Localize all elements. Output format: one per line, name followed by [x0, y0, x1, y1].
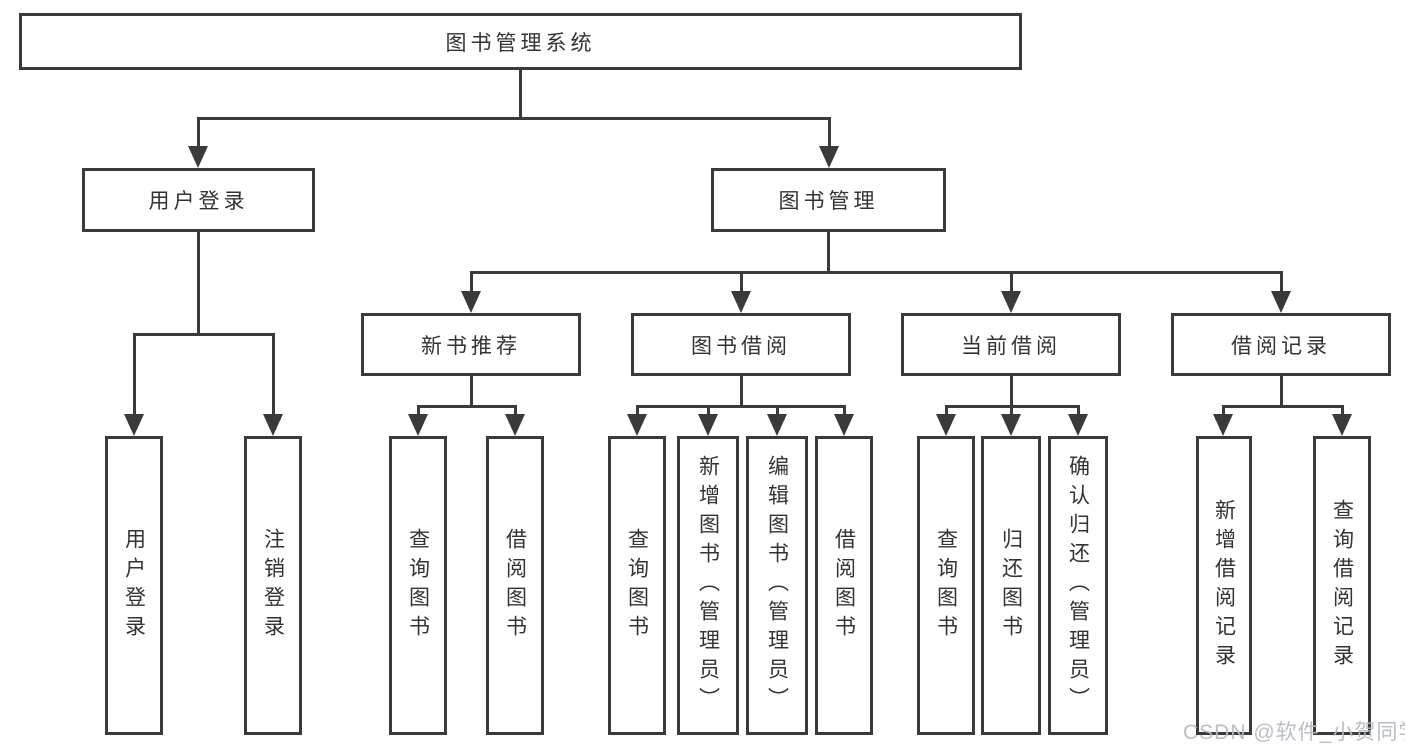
- leaf-edit-books-admin: 编辑图书（管理员）: [746, 436, 808, 735]
- arrowhead-down: [1332, 414, 1352, 436]
- arrowhead-down: [731, 291, 751, 313]
- leaf-label: 查询图书: [625, 527, 649, 644]
- arrowhead-down: [627, 414, 647, 436]
- connector-leaf-drop: [707, 405, 710, 416]
- arrowhead-down: [408, 414, 428, 436]
- leaf-query-books: 查询图书: [917, 436, 975, 735]
- arrowhead-down: [188, 146, 208, 168]
- connector-level1-branch: [197, 117, 831, 120]
- leaf-label: 注销登录: [261, 527, 285, 644]
- leaf-label: 查询图书: [934, 527, 958, 644]
- connector-leaf-drop: [843, 405, 846, 416]
- connector-group-branch: [1222, 405, 1343, 408]
- leaf-label: 确认归还（管理员）: [1066, 455, 1090, 716]
- leaf-borrow-books: 借阅图书: [815, 436, 873, 735]
- arrowhead-down: [1001, 291, 1021, 313]
- arrowhead-down: [698, 414, 718, 436]
- arrowhead-down: [767, 414, 787, 436]
- leaf-user-login: 用户登录: [105, 436, 163, 735]
- node-book-borrowing: 图书借阅: [631, 313, 851, 376]
- leaf-label: 查询借阅记录: [1330, 498, 1354, 673]
- connector-group-stem: [1280, 376, 1283, 408]
- connector-book-mgmt-drop: [828, 117, 831, 149]
- leaf-label: 新增图书（管理员）: [696, 455, 720, 716]
- connector-leaf-drop: [514, 405, 517, 416]
- connector-leaf-drop: [417, 405, 420, 416]
- arrowhead-down: [936, 414, 956, 436]
- leaf-label: 查询图书: [406, 527, 430, 644]
- leaf-label: 新增借阅记录: [1212, 498, 1236, 673]
- connector-group-stem: [1010, 376, 1013, 408]
- connector-l3-drop: [740, 271, 743, 293]
- connector-group-branch: [417, 405, 516, 408]
- arrowhead-down: [1068, 414, 1088, 436]
- node-current-borrowing: 当前借阅: [901, 313, 1121, 376]
- csdn-watermark: CSDN @软件_小贺同学: [1183, 721, 1405, 744]
- leaf-label: 归还图书: [999, 527, 1023, 644]
- leaf-add-borrow-record: 新增借阅记录: [1196, 436, 1252, 735]
- connector-leaf-drop: [636, 405, 639, 416]
- node-user-login: 用户登录: [82, 168, 315, 232]
- leaf-borrow-books: 借阅图书: [486, 436, 544, 735]
- connector-leaf-drop: [272, 333, 275, 416]
- connector-leaf-drop: [945, 405, 948, 416]
- leaf-query-books: 查询图书: [608, 436, 666, 735]
- arrowhead-down: [461, 291, 481, 313]
- connector-group-stem: [470, 376, 473, 408]
- connector-group-stem: [740, 376, 743, 408]
- arrowhead-down: [819, 146, 839, 168]
- arrowhead-down: [1271, 291, 1291, 313]
- leaf-return-books: 归还图书: [981, 436, 1041, 735]
- leaf-label: 用户登录: [122, 527, 146, 644]
- arrowhead-down: [834, 414, 854, 436]
- leaf-logout: 注销登录: [244, 436, 302, 735]
- connector-l3-drop: [1280, 271, 1283, 293]
- arrowhead-down: [505, 414, 525, 436]
- arrowhead-down: [1001, 414, 1021, 436]
- leaf-query-books: 查询图书: [389, 436, 447, 735]
- leaf-add-books-admin: 新增图书（管理员）: [677, 436, 739, 735]
- leaf-confirm-return-admin: 确认归还（管理员）: [1048, 436, 1108, 735]
- node-borrowing-records: 借阅记录: [1171, 313, 1391, 376]
- connector-user-login-stem: [197, 232, 200, 335]
- connector-leaf-drop: [776, 405, 779, 416]
- connector-group-branch: [636, 405, 845, 408]
- connector-user-login-drop: [197, 117, 200, 149]
- connector-leaf-drop: [1341, 405, 1344, 416]
- arrowhead-down: [263, 414, 283, 436]
- connector-root-stem: [519, 70, 522, 118]
- leaf-label: 借阅图书: [503, 527, 527, 644]
- leaf-label: 编辑图书（管理员）: [765, 455, 789, 716]
- node-book-management: 图书管理: [711, 168, 946, 232]
- connector-leaf-drop: [1077, 405, 1080, 416]
- connector-leaf-drop: [1222, 405, 1225, 416]
- leaf-query-borrow-record: 查询借阅记录: [1313, 436, 1371, 735]
- connector-leaf-drop: [133, 333, 136, 416]
- arrowhead-down: [124, 414, 144, 436]
- connector-level2-branch: [470, 271, 1282, 274]
- node-new-book-recommend: 新书推荐: [361, 313, 581, 376]
- connector-l3-drop: [1010, 271, 1013, 293]
- connector-l3-drop: [470, 271, 473, 293]
- connector-leaf-drop: [1010, 405, 1013, 416]
- arrowhead-down: [1213, 414, 1233, 436]
- leaf-label: 借阅图书: [832, 527, 856, 644]
- node-library-management-system: 图书管理系统: [19, 13, 1022, 70]
- connector-user-login-branch: [133, 333, 275, 336]
- connector-book-mgmt-stem: [827, 232, 830, 274]
